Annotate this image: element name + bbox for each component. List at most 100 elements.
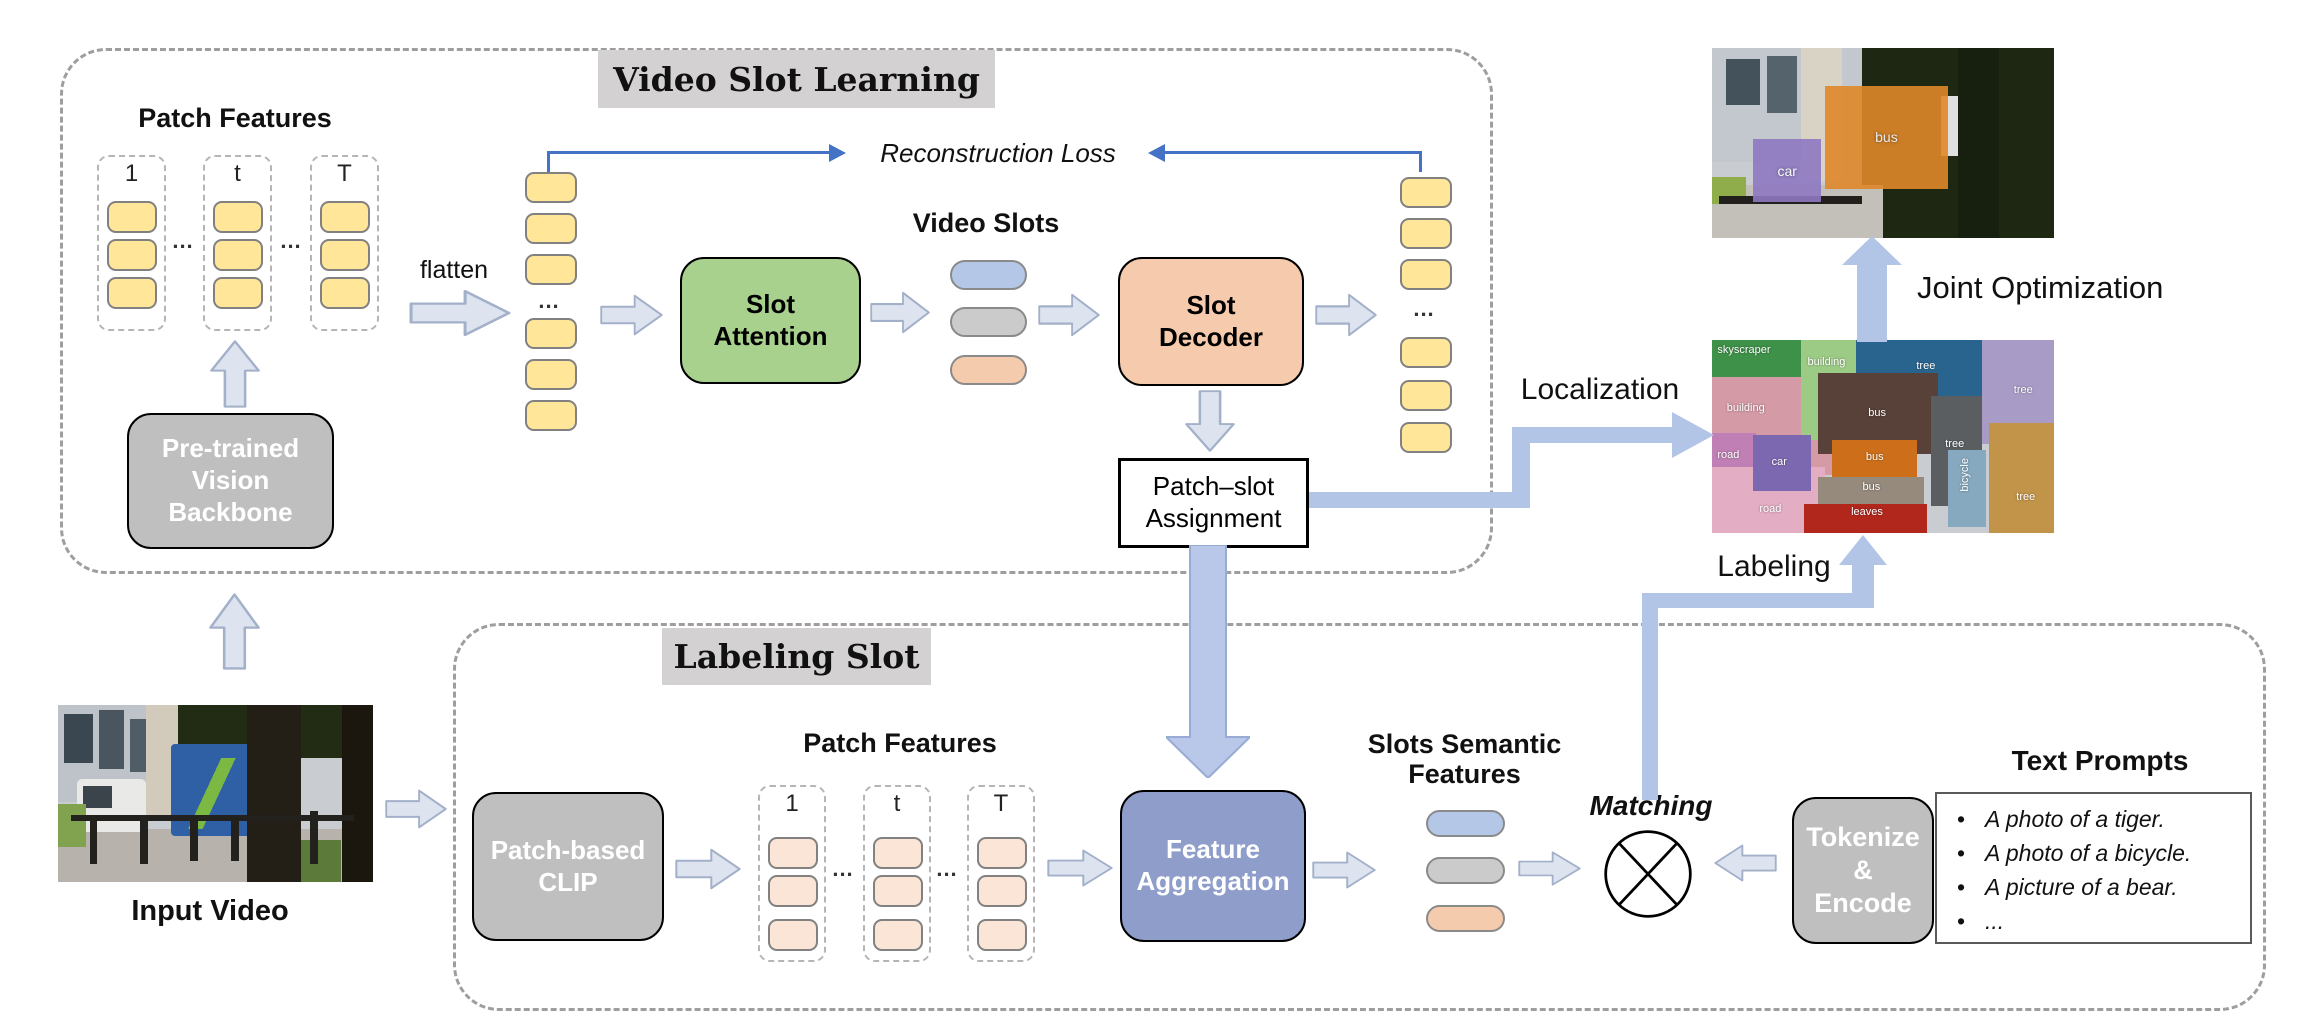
video-fence-post-decor [310,811,318,865]
text-prompt-item: A photo of a tiger. [1951,806,2250,833]
recon-token [1400,380,1452,411]
frames-ellipsis: ... [172,228,194,253]
video-fence-post-decor [89,814,98,865]
video-fence-post-decor [190,814,199,861]
localization-band-h2 [1512,427,1674,443]
semantic-slot-gray [1426,857,1505,884]
localization-band-h1 [1303,492,1530,508]
text-prompts-list: A photo of a tiger. A photo of a bicycle… [1951,806,2250,935]
video-fence-post-decor [231,814,240,861]
photo-trunk-decor [1958,48,2000,238]
video-slot-gray [950,307,1027,337]
recon-token [1400,218,1452,249]
backbone-label-line: Pre-trained [161,433,300,464]
seg-label: road [1717,448,1740,461]
clip-token [873,875,923,907]
clip-frame-column-1: 1 [758,785,826,962]
seg-region-skyscraper: skyscraper [1712,340,1801,377]
localization-arrowhead-icon [1672,412,1714,458]
pretrained-vision-backbone-box: Pre-trained Vision Backbone [127,413,334,549]
text-prompt-item: ... [1951,908,2250,935]
frame-column-T: T [310,155,379,331]
decoder-to-recon-tokens-arrow-icon [1315,292,1377,338]
backbone-to-patches-arrow-icon [208,340,262,408]
input-video-image [58,705,373,882]
final-car-overlay: car [1753,139,1822,202]
patch-token [107,277,157,309]
text-prompt-item: A picture of a bear. [1951,874,2250,901]
matching-operator-icon [1602,828,1694,920]
clip-token [977,837,1027,869]
patch-slot-assignment-box: Patch–slot Assignment [1118,458,1309,548]
seg-label: skyscraper [1717,343,1771,356]
flat-token [525,359,577,390]
seg-label: building [1726,402,1765,415]
clip-token [873,919,923,951]
flat-token [525,400,577,431]
labeling-band-h [1642,593,1874,608]
seg-label: leaves [1851,506,1883,519]
flat-token [525,172,577,203]
clip-line: CLIP [538,866,598,897]
final-bus-label: bus [1875,129,1898,146]
seg-label: bus [1868,406,1887,419]
seg-region-bus-dark: bus [1818,372,1938,454]
feature-aggregation-line: Aggregation [1136,866,1290,896]
seg-region-bicycle: bicycle [1947,450,1986,528]
semantic-slot-blue [1426,810,1505,837]
slot-decoder-line: Decoder [1158,321,1264,352]
patch-token [213,201,263,233]
slots-semantic-line: Features [1408,758,1521,789]
clip-to-patches-arrow-icon [675,847,741,891]
clip-token [873,837,923,869]
reconstruction-loss-label: Reconstruction Loss [880,138,1116,168]
frame-label: 1 [785,790,799,817]
seg-label: car [1771,455,1787,468]
patch-token [213,277,263,309]
loss-line-right [1165,151,1422,154]
seg-label: tree [2016,491,2036,504]
seg-label: tree [1945,437,1965,450]
photo-window-decor [1725,59,1760,105]
flat-token [525,318,577,349]
input-video-label: Input Video [131,895,289,927]
flat-token [525,213,577,244]
tokenize-encode-box: Tokenize & Encode [1792,797,1934,944]
frame-label: t [234,160,241,187]
tokenize-to-matching-arrow-icon [1714,843,1777,883]
labeling-label: Labeling [1717,550,1831,583]
video-slot-learning-section [60,48,1493,574]
feature-aggregation-box: Feature Aggregation [1120,790,1306,942]
patch-features-top-title: Patch Features [138,103,332,133]
patch-based-clip-box: Patch-based CLIP [472,792,664,941]
video-fence-post-decor [139,814,148,865]
final-bus-overlay: bus [1824,86,1948,189]
clip-token [977,919,1027,951]
slots-to-decoder-arrow-icon [1038,292,1100,338]
clip-line: Patch-based [490,834,646,865]
clip-frames-ellipsis: ... [832,856,854,881]
frame-column-1: 1 [97,155,166,331]
patch-token [107,239,157,271]
seg-region-leaves: leaves [1804,504,1928,533]
recon-token [1400,259,1452,290]
tokens-to-slot-attention-arrow-icon [600,293,663,337]
patch-token [107,201,157,233]
loss-line-left-drop [547,153,550,172]
slot-attention-line: Attention [713,320,828,351]
clip-token [768,919,818,951]
patches-to-aggregation-arrow-icon [1047,848,1113,888]
recon-token [1400,337,1452,368]
segmentation-map-image: building road road skyscraper building t… [1712,340,2054,533]
clip-frame-column-T: T [967,785,1035,962]
patch-token [320,239,370,271]
frame-label: T [337,160,352,187]
slot-attention-box: Slot Attention [680,257,861,384]
frame-label: T [993,790,1009,817]
video-to-backbone-arrow-icon [207,593,262,670]
flat-token [525,254,577,285]
labeling-band-v2 [1852,563,1874,608]
slots-to-matching-arrow-icon [1518,850,1581,887]
frame-column-t: t [203,155,272,331]
loss-arrowhead-left-icon [1148,144,1165,162]
